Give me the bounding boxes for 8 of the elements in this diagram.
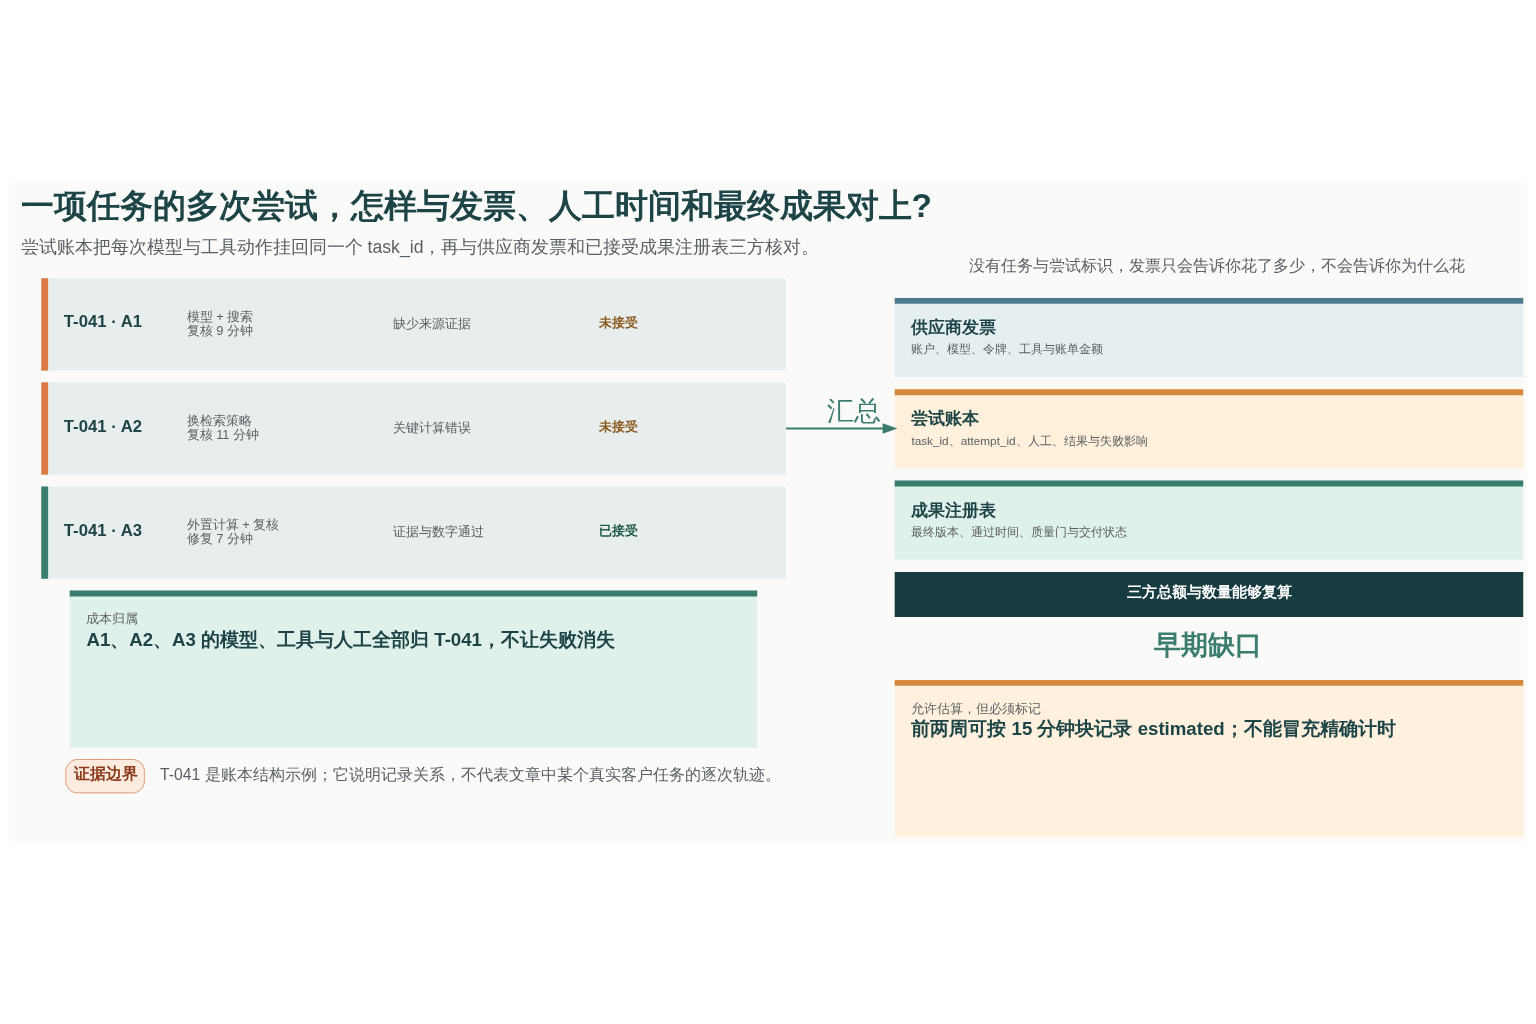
edge-label: 汇总 xyxy=(827,395,882,427)
arrow xyxy=(784,423,898,434)
node-box: 三方总额与数量能够复算 xyxy=(894,571,1524,618)
label: 没有任务与尝试标识，发票只会告诉你花了多少，不会告诉你为什么花 xyxy=(968,257,1465,275)
node-label: T-041 是账本结构示例；它说明记录关系，不代表文章中某个真实客户任务的逐次轨迹。 xyxy=(160,765,781,783)
diagram-title: 一项任务的多次尝试，怎样与发票、人工时间和最终成果对上? xyxy=(20,186,933,224)
label: 早期缺口 xyxy=(1153,629,1262,661)
label: 尝试账本把每次模型与工具动作挂回同一个 task_id，再与供应商发票和已接受成果注册表三方核对。 xyxy=(20,237,820,258)
